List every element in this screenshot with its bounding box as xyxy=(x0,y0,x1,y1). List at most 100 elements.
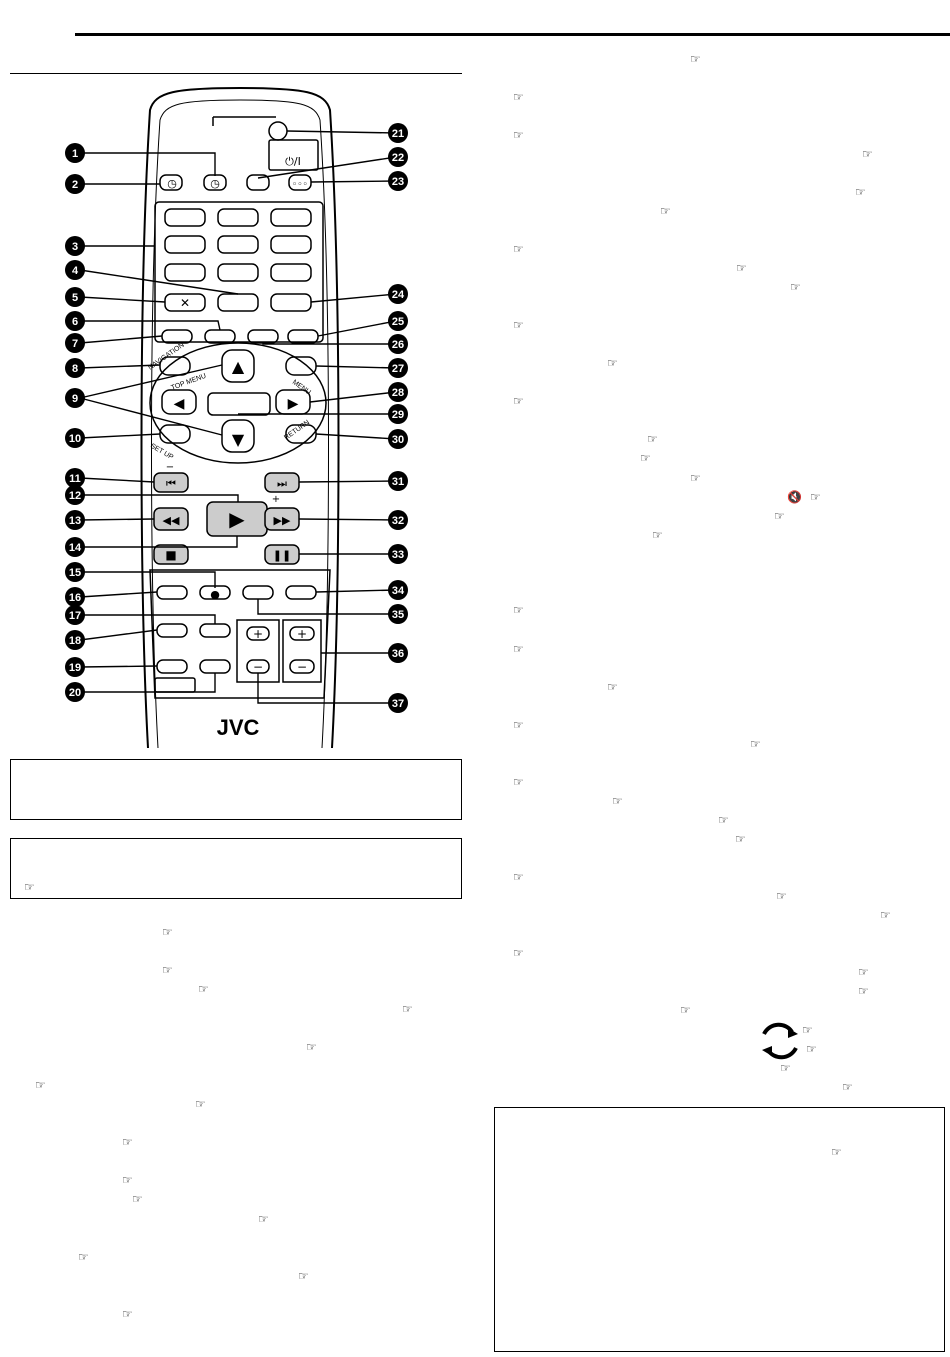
reference-icon: ☞ xyxy=(298,1269,309,1283)
svg-text:1: 1 xyxy=(72,148,78,160)
reference-icon: ☞ xyxy=(122,1173,133,1187)
reference-icon: ☞ xyxy=(855,185,866,199)
svg-text:MENU: MENU xyxy=(291,379,312,397)
note-box-1 xyxy=(10,759,462,820)
svg-text:26: 26 xyxy=(392,339,404,351)
svg-text:2: 2 xyxy=(72,179,78,191)
svg-text:29: 29 xyxy=(392,409,404,421)
note-box-2: ☞ xyxy=(10,838,462,899)
svg-text:13: 13 xyxy=(69,515,81,527)
reference-icon: ☞ xyxy=(790,280,801,294)
svg-text:⏮: ⏮ xyxy=(166,477,176,490)
reference-icon: ☞ xyxy=(718,813,729,827)
svg-text:JVC: JVC xyxy=(217,715,260,740)
svg-text:16: 16 xyxy=(69,592,81,604)
svg-text:◷: ◷ xyxy=(210,177,220,190)
svg-text:10: 10 xyxy=(69,433,81,445)
reference-icon: ☞ xyxy=(862,147,873,161)
svg-text:−: − xyxy=(166,462,174,473)
svg-text:36: 36 xyxy=(392,648,404,660)
svg-text:◷: ◷ xyxy=(167,177,177,190)
reference-icon: ☞ xyxy=(513,775,524,789)
reference-icon: ☞ xyxy=(306,1040,317,1054)
reference-icon: ☞ xyxy=(776,889,787,903)
svg-text:19: 19 xyxy=(69,662,81,674)
reference-icon: ☞ xyxy=(513,90,524,104)
reference-icon: ☞ xyxy=(774,509,785,523)
svg-text:+: + xyxy=(297,627,307,641)
reference-icon: ☞ xyxy=(640,451,651,465)
reference-icon: ☞ xyxy=(513,642,524,656)
reference-icon: ☞ xyxy=(198,982,209,996)
reference-icon: ☞ xyxy=(513,318,524,332)
reference-icon: ☞ xyxy=(513,603,524,617)
reference-icon: ☞ xyxy=(122,1307,133,1321)
svg-text:RETURN: RETURN xyxy=(283,419,311,441)
svg-text:◀◀: ◀◀ xyxy=(163,514,180,527)
reference-icon: ☞ xyxy=(162,963,173,977)
reference-icon: ☞ xyxy=(195,1097,206,1111)
svg-text:❚❚: ❚❚ xyxy=(273,549,291,562)
svg-text:5: 5 xyxy=(72,292,78,304)
svg-text:●: ● xyxy=(210,588,220,601)
svg-text:−: − xyxy=(253,660,263,674)
svg-text:■: ■ xyxy=(165,548,176,562)
svg-text:▶▶: ▶▶ xyxy=(274,514,291,527)
svg-text:▼: ▼ xyxy=(232,430,245,449)
reference-icon: ☞ xyxy=(842,1080,853,1094)
svg-text:37: 37 xyxy=(392,698,404,710)
note-box-3: ☞ xyxy=(494,1107,945,1352)
svg-text:▶: ▶ xyxy=(229,507,245,531)
svg-text:22: 22 xyxy=(392,152,404,164)
reference-icon: ☞ xyxy=(880,908,891,922)
reference-icon: ☞ xyxy=(690,52,701,66)
svg-text:−: − xyxy=(297,660,307,674)
svg-text:17: 17 xyxy=(69,610,81,622)
reference-icon: ☞ xyxy=(162,925,173,939)
remote-control-diagram: ◷ ◷ ◦◦◦ ⏻/I ✕ ▲ ▼ ◀ ▶ ⏮ ⏭ ◀◀ ▶ ▶▶ ■ ❚❚ ●… xyxy=(65,86,408,749)
svg-text:7: 7 xyxy=(72,338,78,350)
reference-icon: ☞ xyxy=(735,832,746,846)
svg-text:◀: ◀ xyxy=(174,396,185,412)
reference-icon: ☞ xyxy=(690,471,701,485)
svg-text:+: + xyxy=(253,627,263,641)
svg-text:⏭: ⏭ xyxy=(277,477,287,490)
svg-text:24: 24 xyxy=(392,289,405,301)
svg-text:23: 23 xyxy=(392,176,404,188)
svg-text:28: 28 xyxy=(392,387,404,399)
reference-icon: ☞ xyxy=(647,432,658,446)
svg-text:4: 4 xyxy=(72,265,79,277)
reference-icon: ☞ xyxy=(858,965,869,979)
svg-text:30: 30 xyxy=(392,434,404,446)
mute-icon: 🔇 xyxy=(787,490,802,504)
svg-text:27: 27 xyxy=(392,363,404,375)
svg-text:12: 12 xyxy=(69,490,81,502)
svg-text:6: 6 xyxy=(72,316,78,328)
reference-icon: ☞ xyxy=(607,356,618,370)
reference-icon: ☞ xyxy=(607,680,618,694)
reference-icon: ☞ xyxy=(35,1078,46,1092)
svg-text:▶: ▶ xyxy=(288,396,299,412)
reference-icon: ☞ xyxy=(750,737,761,751)
svg-text:11: 11 xyxy=(69,473,81,485)
svg-text:25: 25 xyxy=(392,316,404,328)
reference-icon: ☞ xyxy=(513,718,524,732)
reference-icon: ☞ xyxy=(858,984,869,998)
svg-text:18: 18 xyxy=(69,635,81,647)
svg-text:32: 32 xyxy=(392,515,404,527)
reference-icon: ☞ xyxy=(802,1023,813,1037)
reference-icon: ☞ xyxy=(122,1135,133,1149)
reference-icon: ☞ xyxy=(24,880,35,894)
skip-arrows-icons xyxy=(762,1022,798,1060)
svg-text:+: + xyxy=(272,494,280,505)
svg-text:✕: ✕ xyxy=(180,296,190,310)
svg-text:3: 3 xyxy=(72,241,78,253)
reference-icon: ☞ xyxy=(806,1042,817,1056)
reference-icon: ☞ xyxy=(513,870,524,884)
svg-text:8: 8 xyxy=(72,363,78,375)
reference-icon: ☞ xyxy=(513,394,524,408)
reference-icon: ☞ xyxy=(612,794,623,808)
reference-icon: ☞ xyxy=(132,1192,143,1206)
svg-text:31: 31 xyxy=(392,476,404,488)
svg-text:21: 21 xyxy=(392,128,404,140)
